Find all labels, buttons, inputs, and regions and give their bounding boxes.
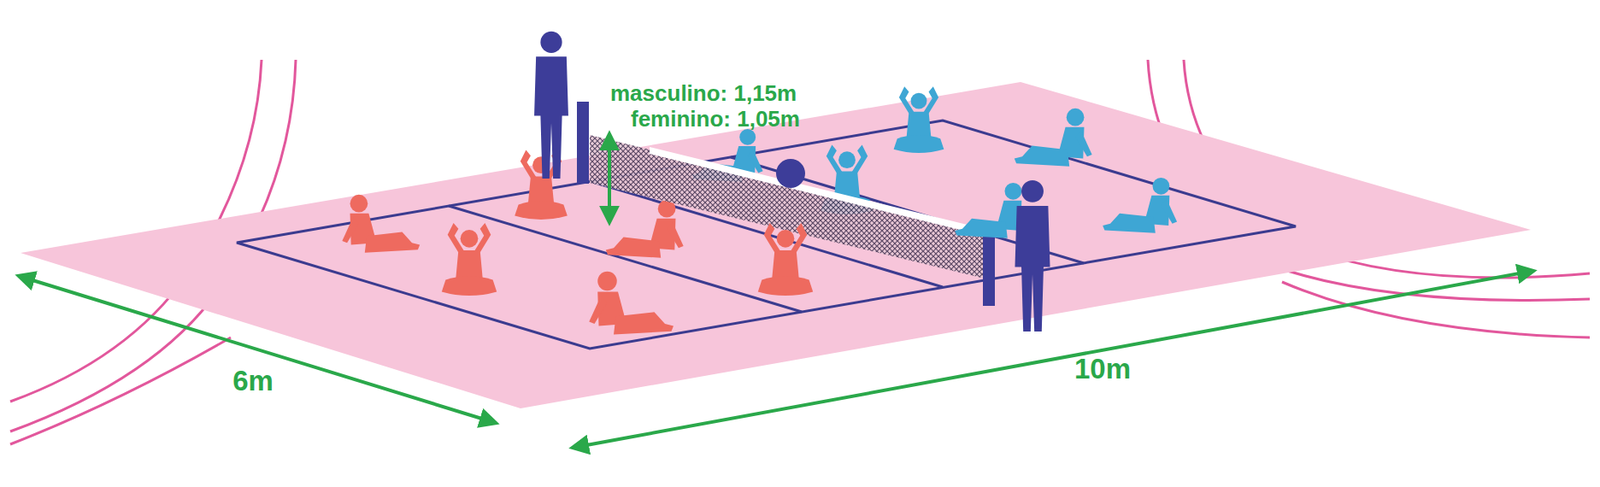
ball [776, 158, 806, 189]
dimension-label: 10m [1074, 353, 1131, 385]
dimension-label: masculino: 1,15m [610, 81, 797, 106]
referee [534, 31, 569, 179]
blue-team-front [954, 177, 1177, 239]
red-team-front [588, 223, 813, 336]
court-lines [236, 120, 1296, 349]
dimension-arrows [18, 134, 1534, 448]
net [576, 101, 995, 306]
court-floor [20, 82, 1531, 409]
dimension-label: feminino: 1,05m [630, 106, 800, 132]
dimension-label: 6m [232, 365, 274, 397]
decor-curves [10, 59, 1590, 445]
referee [1014, 180, 1050, 332]
